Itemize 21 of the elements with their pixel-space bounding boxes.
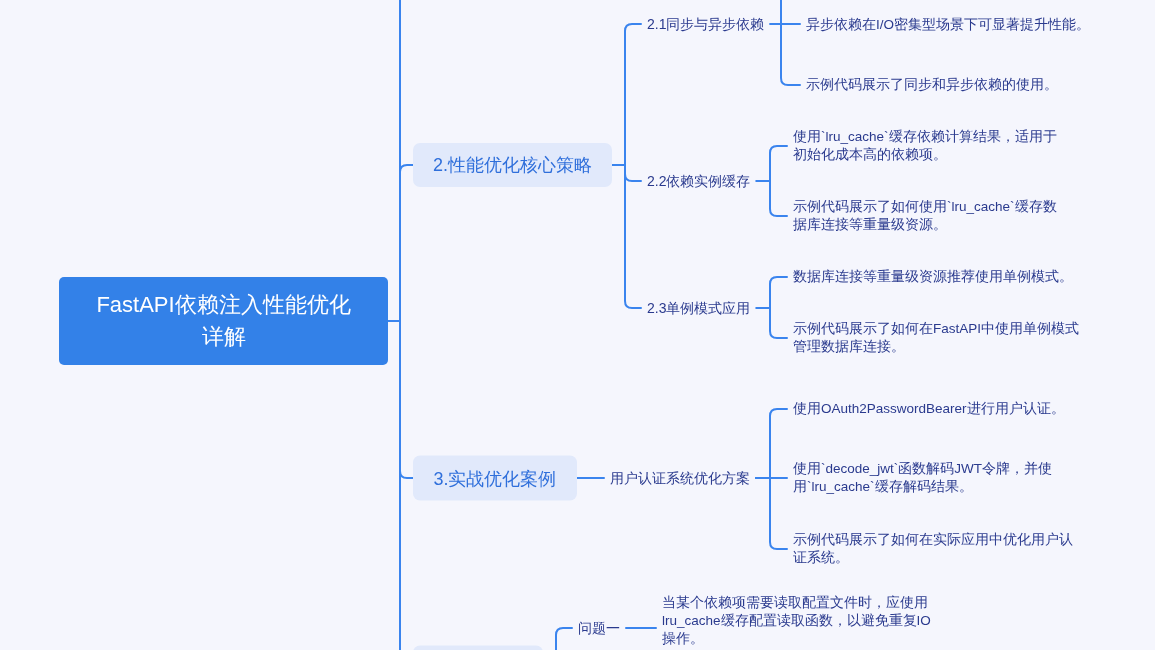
note-text: 数据库连接等重量级资源推荐使用单例模式。 (787, 267, 1091, 287)
root-topic-box: FastAPI依赖注入性能优化详解 (59, 277, 388, 365)
subtopic-text: 用户认证系统优化方案 (604, 466, 756, 490)
note-text: 使用OAuth2PasswordBearer进行用户认证。 (787, 399, 1073, 419)
note-text: 使用`decode_jwt`函数解码JWT令牌，并使用`lru_cache`缓存解码结果。 (787, 459, 1059, 497)
note-text: 当某个依赖项需要读取配置文件时，应使用lru_cache缓存配置读取函数，以避免重复IO操作。 (656, 593, 940, 649)
subtopic-text: 2.3单例模式应用 (641, 296, 757, 320)
connector-line (576, 477, 605, 479)
note-text: 示例代码展示了如何使用`lru_cache`缓存数据库连接等重量级资源。 (787, 197, 1063, 235)
topic-box: 3.实战优化案例 (413, 455, 577, 501)
topic-box: 2.性能优化核心策略 (413, 143, 612, 187)
connector-line (625, 627, 657, 629)
connector-line (769, 23, 801, 86)
note-text: 示例代码展示了如何在实际应用中优化用户认证系统。 (787, 530, 1091, 568)
note-text: 示例代码展示了同步和异步依赖的使用。 (800, 75, 1096, 95)
subtopic-text: 2.1同步与异步依赖 (641, 12, 771, 36)
note-text: 异步依赖在I/O密集型场景下可显著提升性能。 (800, 15, 1096, 35)
subtopic-text: 问题一 (572, 616, 626, 640)
note-text: 示例代码展示了如何在FastAPI中使用单例模式管理数据库连接。 (787, 319, 1087, 357)
note-text: 使用`lru_cache`缓存依赖计算结果，适用于初始化成本高的依赖项。 (787, 127, 1067, 165)
subtopic-text: 2.2依赖实例缓存 (641, 169, 757, 193)
